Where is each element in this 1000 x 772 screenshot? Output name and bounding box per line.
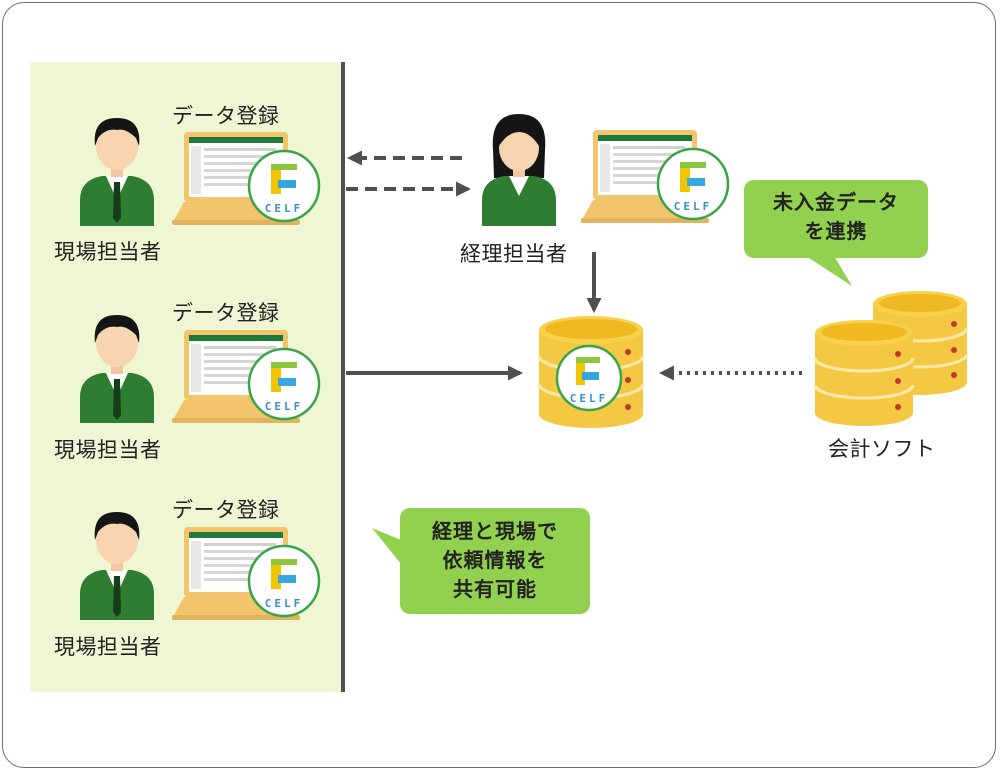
field-staff-avatar-3	[76, 502, 158, 620]
field-staff-label-3: 現場担当者	[54, 635, 162, 659]
field-staff-label-2: 現場担当者	[54, 438, 162, 462]
sync-callout-line-2: を連携	[804, 219, 868, 243]
field-panel-divider	[341, 62, 345, 692]
accounting-software-label: 会計ソフト	[828, 437, 936, 461]
sync-callout: 未入金データ を連携	[744, 180, 928, 258]
share-callout: 経理と現場で 依頼情報を 共有可能	[400, 508, 590, 614]
data-entry-label-2: データ登録	[172, 301, 280, 325]
share-callout-line-3: 共有可能	[453, 577, 537, 601]
field-staff-avatar-2	[76, 305, 158, 423]
share-callout-line-1: 経理と現場で	[432, 519, 558, 543]
celf-laptop-icon-2	[172, 326, 322, 426]
accountant-label: 経理担当者	[460, 242, 568, 266]
celf-laptop-icon-1	[172, 128, 322, 228]
accounting-database-front-icon	[812, 316, 916, 430]
field-staff-avatar-1	[76, 108, 158, 226]
data-entry-label-3: データ登録	[172, 498, 280, 522]
sync-callout-line-1: 未入金データ	[773, 190, 899, 214]
data-entry-label-1: データ登録	[172, 104, 280, 128]
field-staff-label-1: 現場担当者	[54, 240, 162, 264]
celf-database-icon: CELF	[536, 312, 646, 432]
share-callout-line-2: 依頼情報を	[442, 548, 548, 572]
celf-logo-text: CELF	[570, 392, 609, 405]
celf-laptop-icon-3	[172, 523, 322, 623]
celf-laptop-icon-accountant	[581, 126, 731, 226]
accountant-avatar	[478, 108, 560, 226]
